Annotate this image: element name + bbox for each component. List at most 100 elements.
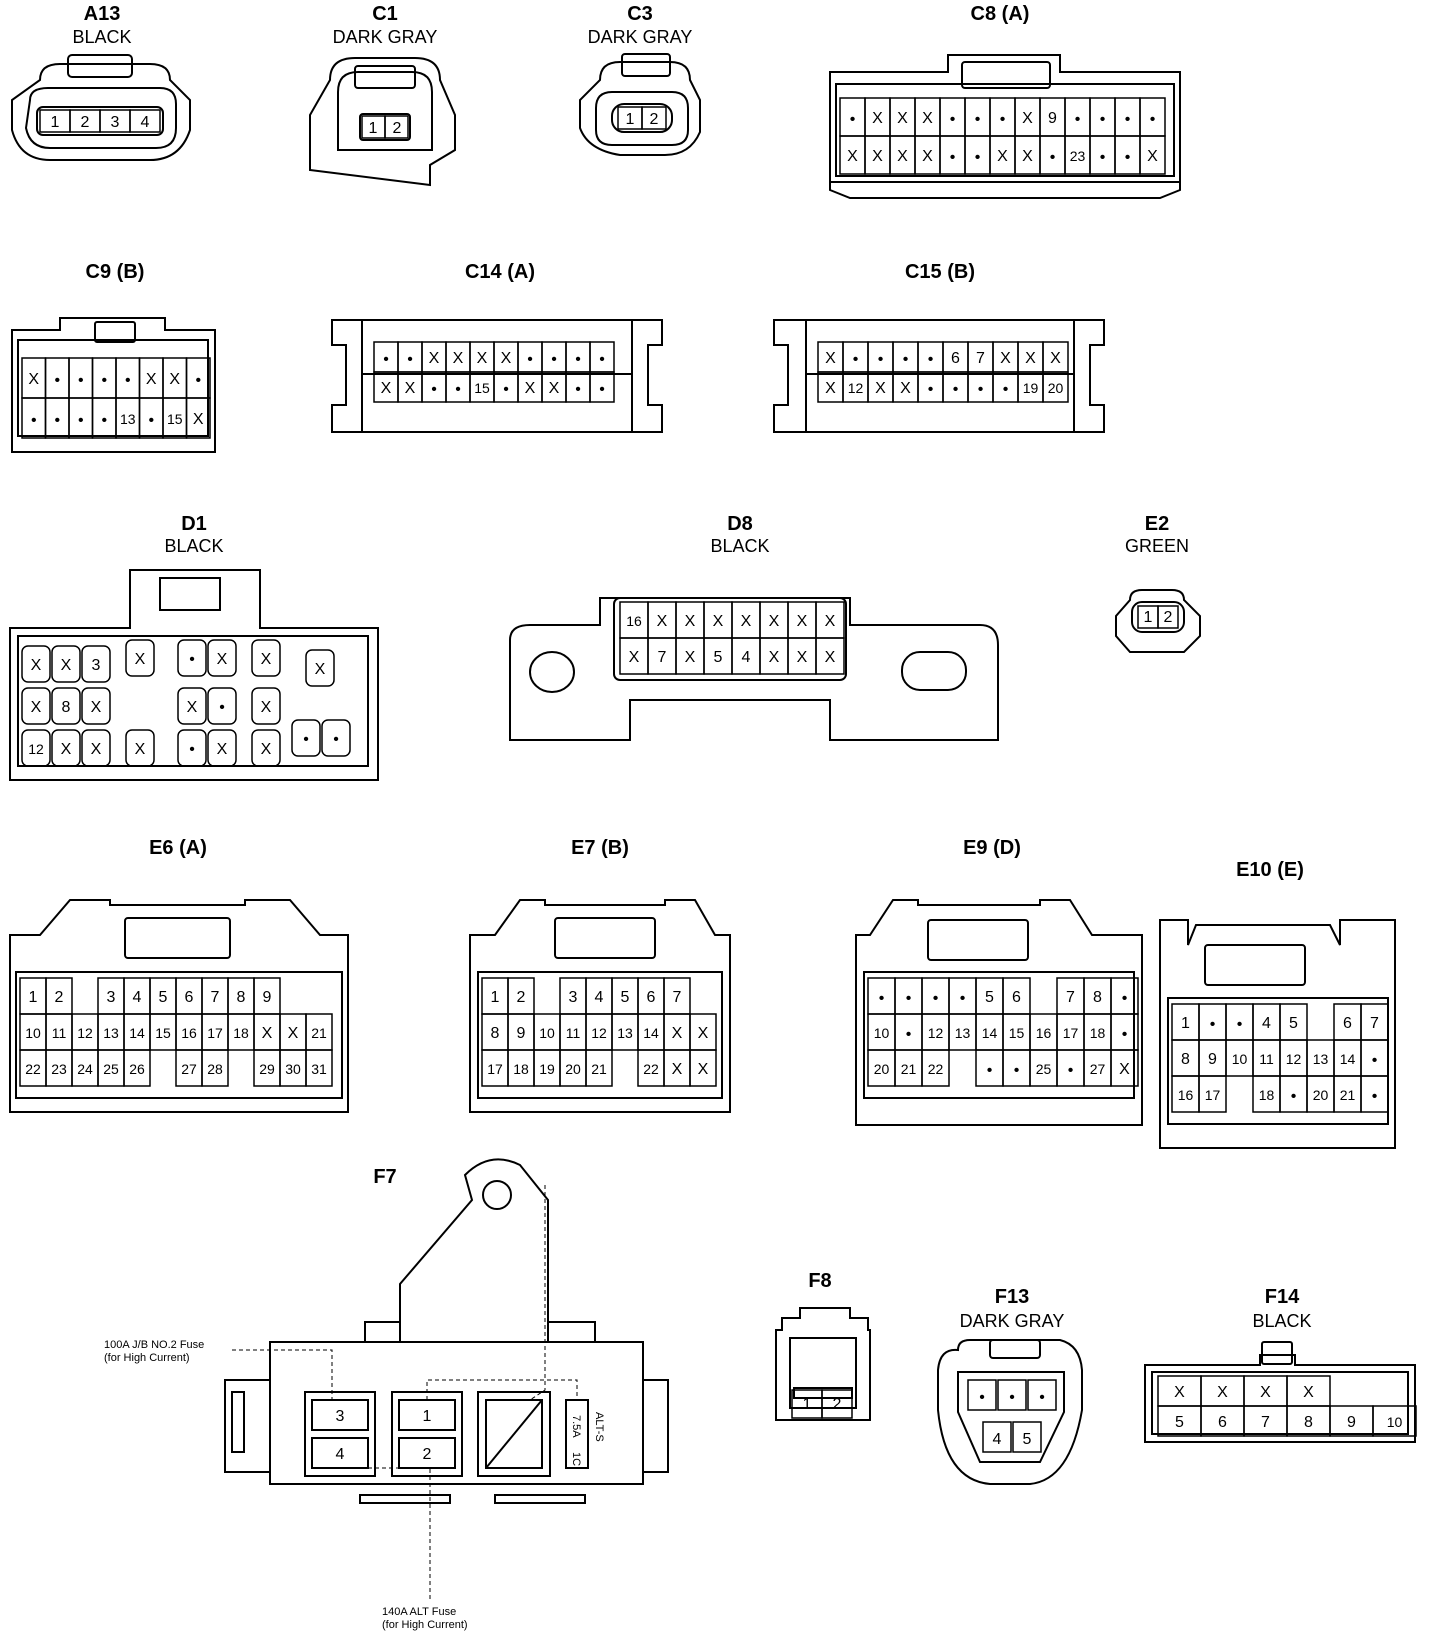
pin-label: • bbox=[1372, 1088, 1378, 1105]
pin-label: X bbox=[1000, 350, 1011, 367]
pin-label: • bbox=[1039, 1389, 1045, 1406]
pin-label: 24 bbox=[77, 1061, 93, 1077]
pin-cavity bbox=[305, 649, 335, 687]
pin-label: X bbox=[741, 613, 752, 630]
pin-label: X bbox=[28, 371, 39, 388]
pin-cavity bbox=[21, 729, 51, 767]
pin-label: 14 bbox=[982, 1025, 998, 1041]
pin-label: X bbox=[477, 350, 488, 367]
pin-label: 2 bbox=[423, 1446, 432, 1463]
pin-label: X bbox=[698, 1025, 709, 1042]
pin-label: • bbox=[219, 699, 225, 716]
pin-label: X bbox=[897, 148, 908, 165]
pin-cavity bbox=[585, 1049, 613, 1087]
pin-label: • bbox=[551, 351, 557, 368]
pin-label: X bbox=[657, 613, 668, 630]
pin-label: 18 bbox=[1090, 1025, 1106, 1041]
pin-cavity bbox=[251, 639, 281, 677]
pin-label: X bbox=[997, 148, 1008, 165]
pin-label: 6 bbox=[951, 350, 960, 367]
pin-label: 3 bbox=[111, 114, 120, 131]
pin-cavity bbox=[982, 1421, 1012, 1453]
pin-label: 13 bbox=[103, 1025, 119, 1041]
pin-label: 13 bbox=[1313, 1051, 1329, 1067]
connector-c3: C3 DARK GRAY 1 2 bbox=[579, 3, 701, 156]
pin-label: 11 bbox=[1259, 1051, 1274, 1067]
pin-cavity bbox=[51, 645, 81, 683]
pin-label: 21 bbox=[311, 1025, 327, 1041]
pin-label: • bbox=[878, 351, 884, 368]
pin-label: X bbox=[135, 741, 146, 758]
pin-label: 6 bbox=[1218, 1414, 1227, 1431]
pin-label: • bbox=[383, 351, 389, 368]
pin-label: 1 bbox=[1181, 1015, 1190, 1032]
pin-label: X bbox=[429, 350, 440, 367]
pin-label: • bbox=[987, 1062, 993, 1079]
pin-label: X bbox=[875, 380, 886, 397]
pin-cavity bbox=[1012, 1421, 1042, 1453]
pin-label: 7 bbox=[1261, 1414, 1270, 1431]
pin-label: X bbox=[797, 613, 808, 630]
pin-label: X bbox=[135, 651, 146, 668]
pin-label: 2 bbox=[55, 989, 64, 1006]
pin-label: 19 bbox=[539, 1061, 555, 1077]
pin-cavity bbox=[251, 687, 281, 725]
pin-label: 16 bbox=[1036, 1025, 1052, 1041]
pin-label: 1 bbox=[369, 120, 378, 137]
pin-label: • bbox=[1122, 1026, 1128, 1043]
pin-cavity bbox=[81, 729, 111, 767]
pin-cavity bbox=[51, 687, 81, 725]
pin-label: • bbox=[1075, 111, 1081, 128]
pin-label: • bbox=[31, 412, 37, 429]
pin-label: 4 bbox=[1262, 1015, 1271, 1032]
pin-label: 27 bbox=[181, 1061, 197, 1077]
pin-cavity bbox=[207, 687, 237, 725]
pin-label: 9 bbox=[263, 989, 272, 1006]
pin-cavity bbox=[589, 371, 615, 403]
pin-label: • bbox=[978, 381, 984, 398]
pin-label: X bbox=[685, 613, 696, 630]
pin-label: • bbox=[1003, 381, 1009, 398]
pin-label: 18 bbox=[233, 1025, 249, 1041]
pin-label: 3 bbox=[569, 989, 578, 1006]
pin-label: • bbox=[975, 111, 981, 128]
pin-label: 11 bbox=[566, 1025, 581, 1041]
pin-label: 6 bbox=[185, 989, 194, 1006]
pin-label: X bbox=[1022, 110, 1033, 127]
pin-label: X bbox=[61, 741, 72, 758]
connector-name: E9 (D) bbox=[963, 837, 1021, 859]
pin-label: 2 bbox=[81, 114, 90, 131]
pin-label: 10 bbox=[539, 1025, 555, 1041]
pin-label: 4 bbox=[141, 114, 150, 131]
pin-label: 12 bbox=[1286, 1051, 1302, 1067]
connector-name: E2 bbox=[1145, 513, 1169, 535]
pin-label: 25 bbox=[103, 1061, 119, 1077]
pin-cavity bbox=[1372, 1405, 1417, 1437]
pin-label: X bbox=[261, 651, 272, 668]
pin-label: X bbox=[217, 651, 228, 668]
pin-label: X bbox=[31, 657, 42, 674]
connector-color: BLACK bbox=[164, 536, 223, 556]
pin-label: 2 bbox=[517, 989, 526, 1006]
pin-label: X bbox=[769, 613, 780, 630]
pin-label: • bbox=[1237, 1016, 1243, 1033]
pin-label: 20 bbox=[874, 1061, 890, 1077]
pin-cavity bbox=[207, 639, 237, 677]
pin-label: 1 bbox=[803, 1396, 812, 1413]
pin-label: • bbox=[906, 1026, 912, 1043]
pin-label: • bbox=[54, 412, 60, 429]
pin-label: • bbox=[527, 351, 533, 368]
pin-label: X bbox=[1174, 1384, 1185, 1401]
pin-label: 9 bbox=[1347, 1414, 1356, 1431]
pin-label: • bbox=[575, 351, 581, 368]
pin-label: • bbox=[575, 381, 581, 398]
